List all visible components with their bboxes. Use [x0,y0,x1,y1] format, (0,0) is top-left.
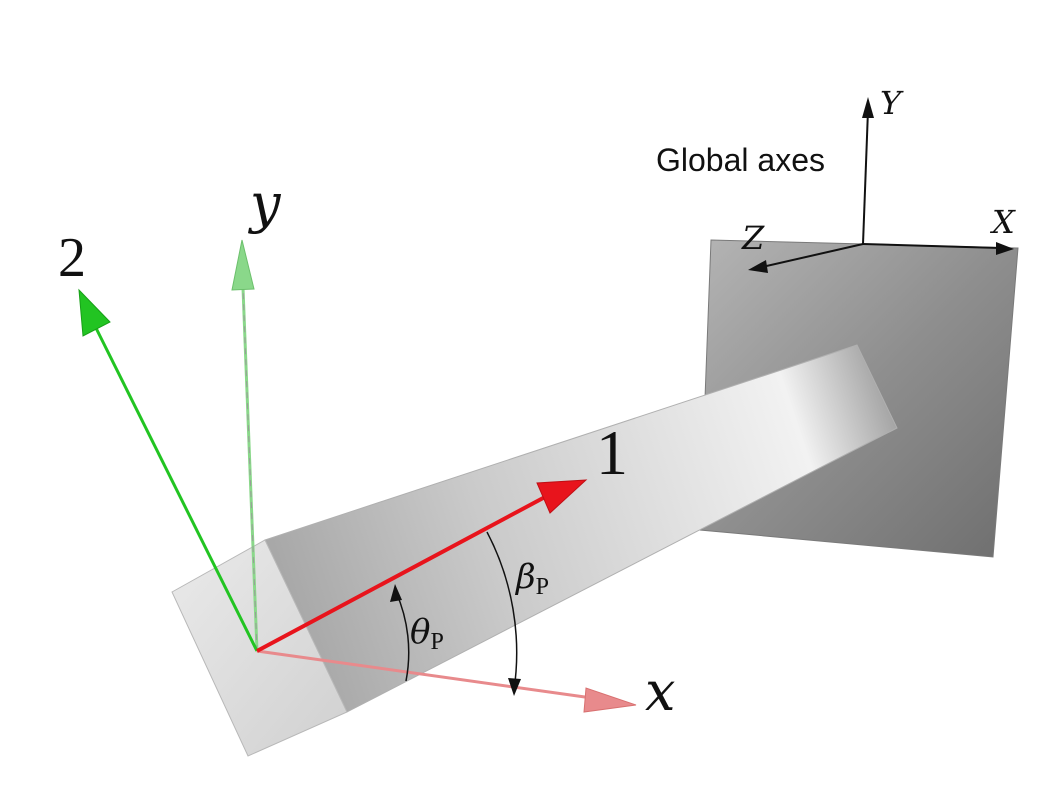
global-x-label: X [989,203,1016,241]
beta-subscript: P [536,574,549,600]
local-x-axis [256,649,637,713]
global-axes [748,97,1014,273]
theta-symbol: θ [410,612,430,652]
global-z-arrowhead [748,260,768,273]
beta-angle-arc [486,531,521,696]
principal-1-label: 1 [596,417,628,488]
principal-2-label: 2 [58,227,86,289]
beta-arc-arrowhead [508,678,521,696]
principal-axis-1 [256,479,588,653]
global-x-arrowhead [996,242,1014,255]
global-y-arrowhead [862,97,874,118]
local-x-arrowhead [583,687,637,713]
local-y-label: y [248,172,282,235]
theta-subscript: P [430,629,443,655]
beta-symbol: β [514,557,536,597]
local-y-axis [231,239,259,652]
principal-axis-2 [78,288,259,652]
principal-2-arrowhead [78,288,111,337]
local-x-label: x [645,660,675,723]
theta-arc-arrowhead [390,584,402,602]
local-y-arrowhead [231,239,255,291]
theta-angle-arc [390,584,410,682]
theta-label: θP [410,612,444,655]
beta-label: βP [514,557,549,600]
principal-1-arrowhead [536,479,588,514]
global-y-label: Y [880,84,904,122]
global-axes-title: Global axes [656,142,825,178]
global-z-label: Z [741,219,765,257]
